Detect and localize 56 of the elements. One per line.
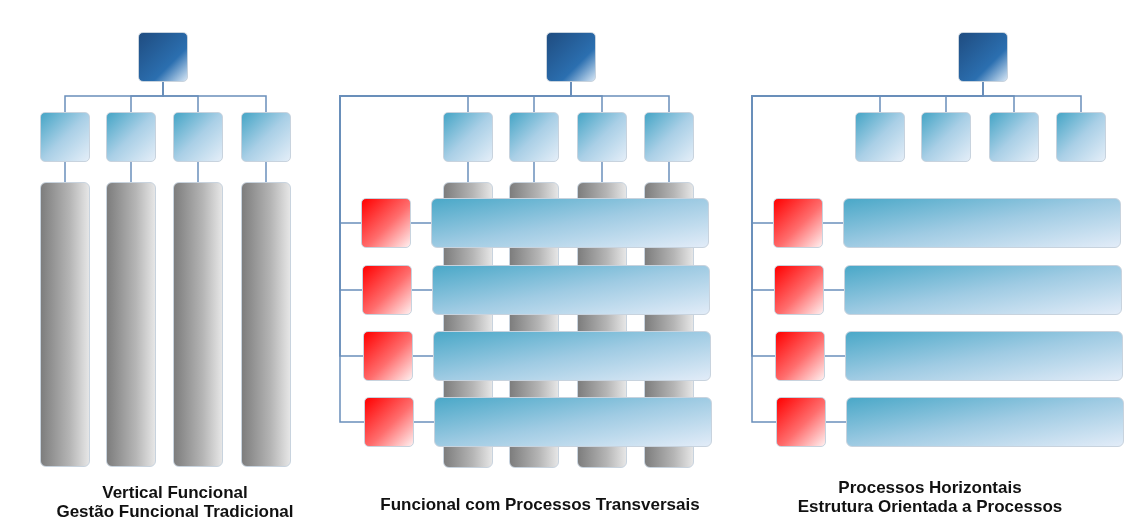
department-box bbox=[173, 112, 223, 162]
process-bar bbox=[434, 397, 712, 447]
process-bar bbox=[432, 265, 710, 315]
process-bar bbox=[844, 265, 1122, 315]
connector-line bbox=[824, 355, 846, 357]
connector-line bbox=[64, 161, 66, 183]
caption-text: Estrutura Orientada a Processos bbox=[797, 497, 1063, 517]
department-box bbox=[40, 112, 90, 162]
process-bar bbox=[846, 397, 1124, 447]
process-bar bbox=[843, 198, 1121, 248]
department-box bbox=[855, 112, 905, 162]
connector-line bbox=[411, 289, 433, 291]
department-box bbox=[644, 112, 694, 162]
connector-line bbox=[601, 161, 603, 183]
department-box bbox=[577, 112, 627, 162]
department-box bbox=[1056, 112, 1106, 162]
caption-text: Gestão Funcional Tradicional bbox=[56, 502, 294, 522]
connector-line bbox=[823, 289, 845, 291]
caption-text: Funcional com Processos Transversais bbox=[380, 495, 700, 515]
process-owner-box bbox=[361, 198, 411, 248]
department-box bbox=[921, 112, 971, 162]
process-owner-box bbox=[362, 265, 412, 315]
connector-line bbox=[130, 161, 132, 183]
head-box bbox=[546, 32, 596, 82]
process-owner-box bbox=[775, 331, 825, 381]
process-owner-box bbox=[363, 331, 413, 381]
connector-line bbox=[825, 421, 847, 423]
caption-text: Processos Horizontais bbox=[838, 478, 1022, 498]
department-box bbox=[989, 112, 1039, 162]
department-box bbox=[509, 112, 559, 162]
connector-line bbox=[533, 161, 535, 183]
function-column bbox=[40, 182, 90, 467]
function-column bbox=[241, 182, 291, 467]
connector-line bbox=[197, 161, 199, 183]
department-box bbox=[443, 112, 493, 162]
connector-line bbox=[668, 161, 670, 183]
process-bar bbox=[431, 198, 709, 248]
head-box bbox=[138, 32, 188, 82]
process-owner-box bbox=[773, 198, 823, 248]
process-bar bbox=[845, 331, 1123, 381]
function-column bbox=[106, 182, 156, 467]
process-owner-box bbox=[774, 265, 824, 315]
caption-text: Vertical Funcional bbox=[102, 483, 248, 503]
connector-line bbox=[413, 421, 435, 423]
process-owner-box bbox=[364, 397, 414, 447]
function-column bbox=[173, 182, 223, 467]
department-box bbox=[241, 112, 291, 162]
connector-line bbox=[467, 161, 469, 183]
department-box bbox=[106, 112, 156, 162]
connector-line bbox=[410, 222, 432, 224]
connector-line bbox=[822, 222, 844, 224]
connector-line bbox=[412, 355, 434, 357]
connector-line bbox=[265, 161, 267, 183]
head-box bbox=[958, 32, 1008, 82]
process-owner-box bbox=[776, 397, 826, 447]
process-bar bbox=[433, 331, 711, 381]
